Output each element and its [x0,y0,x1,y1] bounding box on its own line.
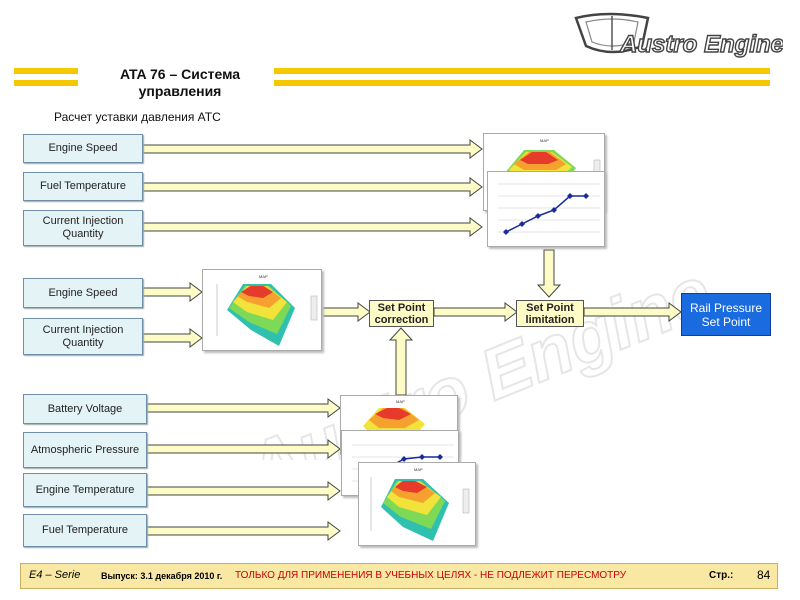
input-current-injection-quantity-1: Current Injection Quantity [23,210,143,246]
footer-issue-date: Выпуск: 3.1 декабря 2010 г. [101,571,223,581]
footer-series: E4 – Serie [29,569,81,581]
surface-plot-icon: MAP [216,274,318,346]
map-chart-3d-bottom-2: MAP [358,462,476,546]
input-current-injection-quantity-2: Current Injection Quantity [23,318,143,355]
input-battery-voltage: Battery Voltage [23,394,147,424]
logo-text: Austro Engine [619,31,783,58]
input-engine-speed-2: Engine Speed [23,278,143,308]
set-point-limitation-block: Set Point limitation [516,300,584,327]
footer-notice: ТОЛЬКО ДЛЯ ПРИМЕНЕНИЯ В УЧЕБНЫХ ЦЕЛЯХ - … [235,570,627,581]
footer-bar: E4 – Serie Выпуск: 3.1 декабря 2010 г. Т… [20,563,778,589]
company-logo: Austro Engine [568,8,785,63]
curve-plot-icon [498,183,600,235]
footer-page-number: 84 [757,568,771,582]
input-engine-speed-1: Engine Speed [23,134,143,163]
map-chart-3d-middle: MAP [202,269,322,351]
set-point-correction-block: Set Point correction [369,300,434,327]
header-bar-right [274,68,770,74]
input-engine-temperature: Engine Temperature [23,473,147,507]
input-fuel-temperature-2: Fuel Temperature [23,514,147,547]
svg-text:MAP: MAP [540,138,549,143]
page-subtitle: Расчет уставки давления АТС [54,110,221,124]
input-fuel-temperature-1: Fuel Temperature [23,172,143,201]
footer-page-label: Стр.: [709,570,734,581]
input-atmospheric-pressure: Atmospheric Pressure [23,432,147,468]
svg-text:MAP: MAP [259,274,268,279]
line-chart-top [487,171,605,247]
header-bar-left-2 [14,80,78,86]
header-bar-left [14,68,78,74]
header-bar-right-2 [274,80,770,86]
page-title: ATA 76 – Система управления [119,66,241,99]
rail-pressure-set-point-output: Rail Pressure Set Point [681,293,771,336]
svg-text:MAP: MAP [414,467,423,472]
logo-emblem-icon: Austro Engine [574,12,785,59]
svg-text:MAP: MAP [396,399,405,404]
surface-plot-icon: MAP [370,467,470,541]
